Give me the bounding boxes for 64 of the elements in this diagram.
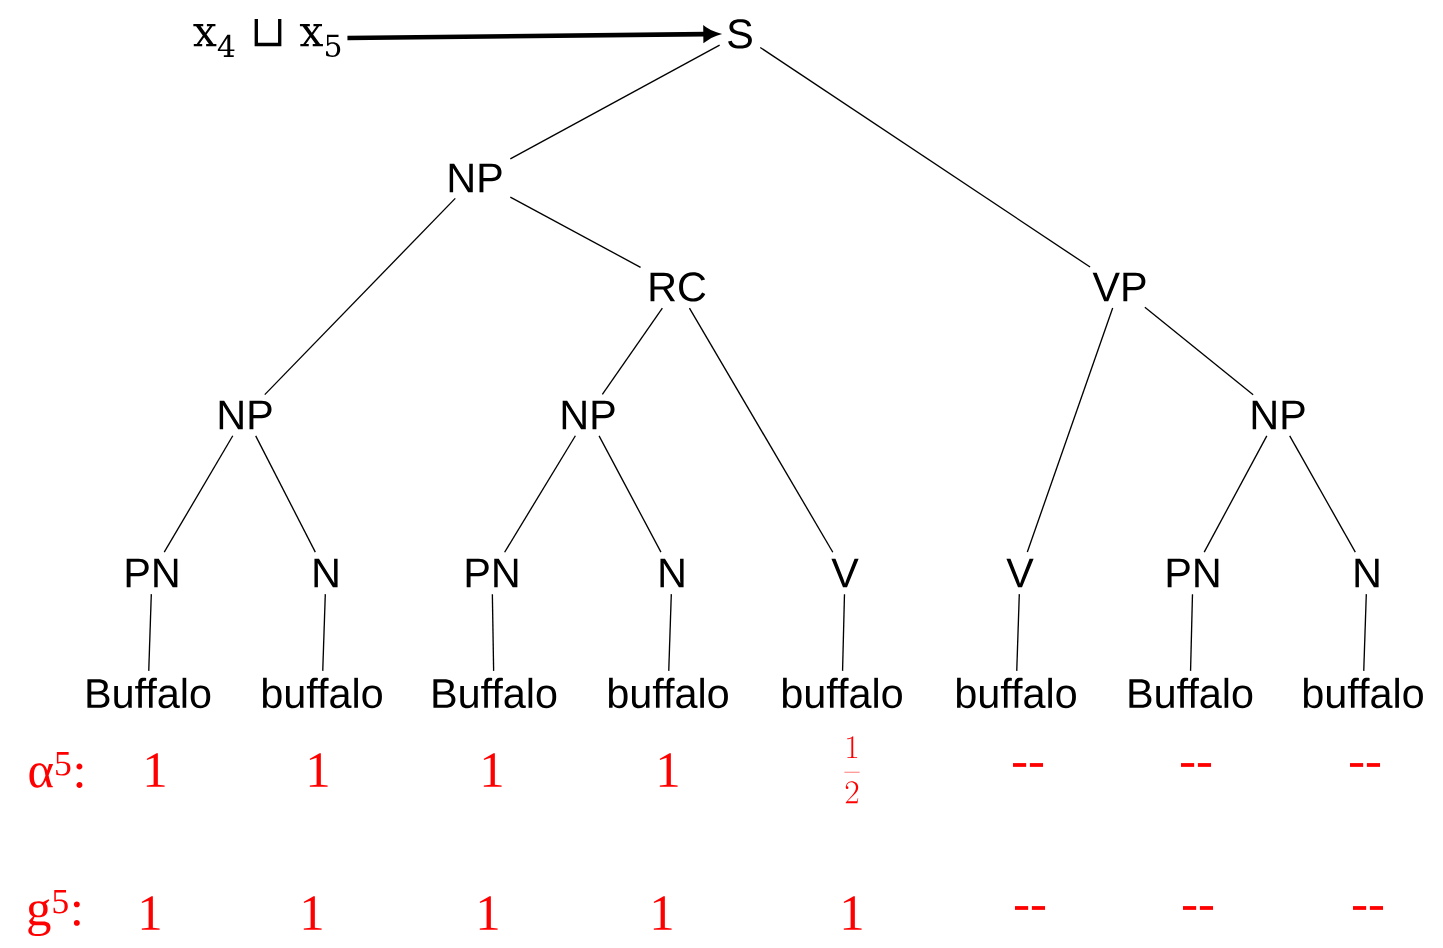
tree-branch [759,46,1091,268]
tree-branch [509,196,642,268]
score-value: -- [1350,763,1381,767]
tree-label: V [1006,558,1034,588]
tree-branch [1144,306,1254,396]
word-label: buffalo [783,677,902,709]
score-value: 1 [146,753,165,787]
score-value: 1 [653,896,672,930]
tree-branch [163,435,234,553]
tree-label: PN [1167,558,1219,588]
score-value: -- [1353,906,1384,910]
row-label: α$^{5}$: [29,752,83,788]
word-label: buffalo [263,677,382,709]
tree-label: NP [1252,400,1305,430]
word-label: Buffalo [87,677,211,709]
score-value: 1 [483,753,502,787]
tree-label: RC [650,272,706,302]
tree-branch [148,593,152,672]
tree-branch [503,435,577,553]
word-label: Buffalo [1129,677,1253,709]
tree-branch [841,593,846,672]
tree-label: N [1355,558,1379,588]
tree-branch [598,435,662,553]
tree-label: VP [1092,272,1146,302]
word-label: Buffalo [433,677,557,709]
word-label: buffalo [609,677,728,709]
tree-label: NP [219,400,272,430]
tree-branch [1189,593,1194,672]
tree-label: NP [449,163,502,193]
tree-branch [1016,593,1020,672]
score-value: 1 [479,896,498,930]
tree-branch [509,44,721,160]
tree-branch [668,593,672,672]
score-value: 1 [309,753,328,787]
tree-branch [688,307,834,553]
score-value: -- [1013,763,1044,767]
tree-label: V [831,558,859,588]
score-value: 1 [659,753,678,787]
tree-label: N [314,558,338,588]
tree-branch [255,435,316,553]
tree-label: N [660,558,684,588]
tree-branch [1026,307,1114,553]
tree-label: PN [126,558,178,588]
tree-branch [1363,593,1367,672]
tree-label: PN [466,558,518,588]
tree-label: NP [562,400,615,430]
word-label: buffalo [957,677,1076,709]
tree-branch [322,593,326,672]
score-value: 1 [303,896,322,930]
score-value: 1 [843,896,862,930]
row-label: g$^{5}$: [28,889,80,937]
score-value: $\frac{1}{2}$ [844,736,860,804]
score-value: -- [1183,906,1214,910]
score-value: -- [1015,906,1046,910]
tree-label: S [728,19,752,49]
score-value: -- [1181,763,1212,767]
tree-branch [264,197,456,396]
word-label: buffalo [1304,677,1423,709]
tree-branch [1203,435,1268,553]
tree-branch [491,593,495,672]
tree-branch [1289,435,1356,553]
score-value: 1 [141,896,160,930]
formula-label: x$_{4}$ ⊔ x$_{5}$ [193,19,341,57]
tree-branch [601,307,664,395]
